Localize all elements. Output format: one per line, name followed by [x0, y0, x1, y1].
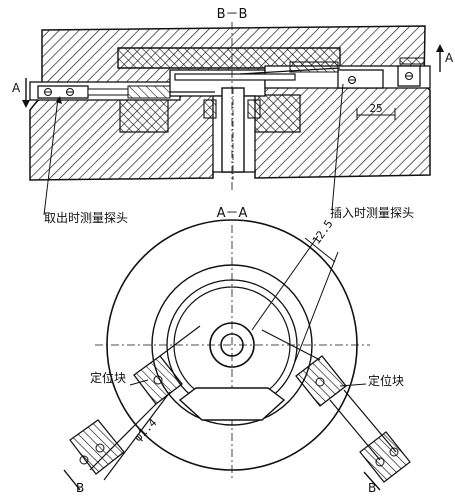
leader-insert [331, 83, 344, 211]
dimension-phi: φ1.4 [132, 416, 160, 444]
svg-text:A: A [12, 81, 21, 95]
bb-cut-mark-left: A [12, 78, 30, 108]
svg-text:A: A [445, 51, 454, 65]
section-bb: B－B [12, 7, 454, 225]
lower-lug [178, 387, 286, 421]
hub [209, 322, 255, 368]
section-aa: A－A 12.5 [63, 206, 411, 495]
locating-block-right [261, 329, 411, 483]
svg-text:12.5: 12.5 [310, 218, 336, 247]
outer-ring [106, 219, 358, 471]
label-locating-block-right: 定位块 [368, 373, 404, 388]
svg-text:25: 25 [369, 102, 382, 115]
section-aa-title: A－A [217, 206, 248, 221]
label-insert-probe: 插入时测量探头 [330, 206, 414, 220]
dimension-12-5: 12.5 [251, 218, 339, 363]
label-locating-block-left: 定位块 [90, 370, 126, 385]
aa-cut-mark-left: B [63, 469, 84, 495]
locating-block-left [69, 325, 201, 481]
aa-cut-mark-right: B [363, 471, 381, 495]
svg-text:B: B [76, 481, 84, 495]
bb-cut-mark-right: A [436, 44, 454, 72]
label-remove-probe: 取出时测量探头 [44, 211, 128, 225]
probe-left-removed [37, 85, 215, 99]
svg-text:B: B [368, 481, 376, 495]
dimension-25: 25 [356, 102, 396, 120]
probe-right-inserted [239, 57, 425, 89]
leader-remove [43, 97, 59, 216]
section-bb-title: B－B [217, 7, 248, 22]
